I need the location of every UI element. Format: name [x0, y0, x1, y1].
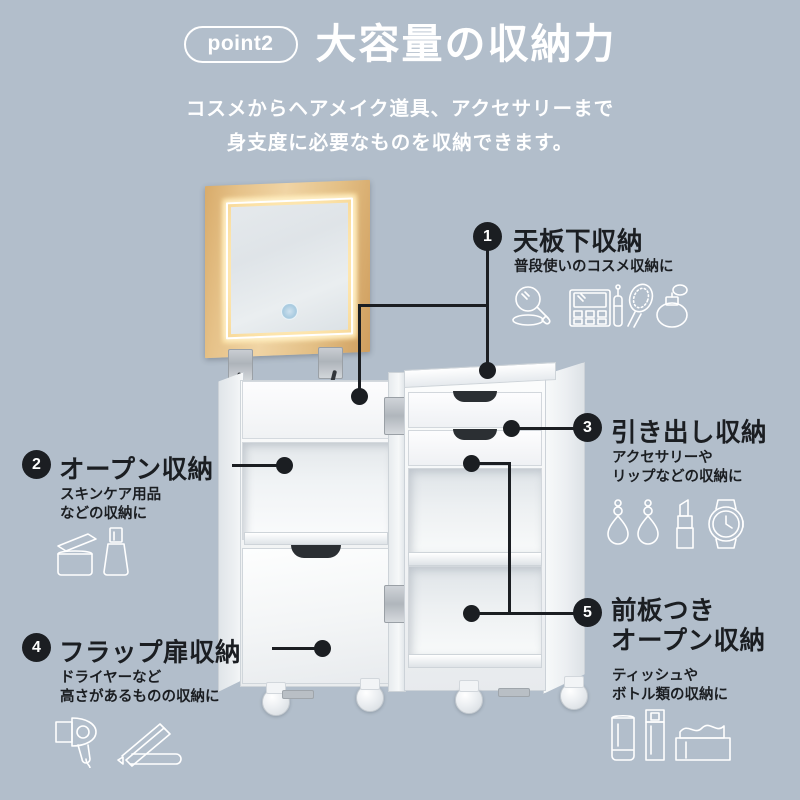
earring-icon [637, 499, 659, 545]
callout-icons-5 [604, 706, 764, 767]
callout-icons-2 [52, 524, 172, 581]
drawer-lower-handle[interactable] [453, 429, 497, 440]
drawer-upper-handle[interactable] [453, 391, 497, 402]
open-shelf-lip [244, 532, 388, 545]
callout-title-2: オープン収納 [59, 456, 214, 484]
callout-desc-4: ドライヤーなど 高さがあるものの収納に [60, 670, 220, 706]
foot-bar-right [498, 688, 530, 697]
lotion-bottle-icon [103, 527, 129, 576]
connector-dot-2 [276, 457, 293, 474]
front-panel-lip-lower [408, 654, 542, 668]
drawer-upper[interactable] [408, 391, 542, 428]
title-row: point2 大容量の収納力 [0, 24, 800, 65]
icon-group-1 [512, 283, 688, 328]
front-panel-open-shelf-upper [408, 468, 542, 554]
connector-dot-4 [314, 640, 331, 657]
cosmetic-tube-icon [611, 714, 635, 761]
right-unit-side-panel [543, 362, 585, 694]
connector-5-h [510, 612, 576, 615]
eyeshadow-palette-icon [569, 289, 611, 327]
under-top-compartment [242, 381, 390, 439]
connector-dot-1-right [479, 362, 496, 379]
connector-1-v-right [486, 304, 489, 368]
page-title: 大容量の収納力 [315, 21, 617, 67]
flap-door-handle[interactable] [291, 545, 341, 558]
connector-3-h [510, 427, 576, 430]
lipstick-icon [676, 499, 694, 549]
callout-number-3: 3 [573, 413, 602, 442]
caster-stem-front-left [266, 682, 286, 694]
subtitle-line-1: コスメからヘアメイク道具、アクセサリーまで [185, 98, 615, 120]
connector-dot-3 [503, 420, 520, 437]
connector-1-v-left [358, 304, 361, 394]
spray-bottle-icon [645, 709, 665, 761]
hair-dryer-icon [55, 717, 97, 769]
connector-5-h-lower [470, 612, 512, 615]
callout-title-5: 前板つき オープン収納 [611, 597, 766, 656]
connector-dot-5-lower [463, 605, 480, 622]
connector-4-h [272, 647, 322, 650]
callout-icons-4 [52, 712, 217, 773]
callout-desc-2: スキンケア用品 などの収納に [60, 487, 162, 523]
watch-icon [708, 499, 744, 549]
callout-icons-1 [508, 282, 688, 337]
caster-stem-rear-left [459, 680, 479, 692]
callout-number-4: 4 [22, 633, 51, 662]
earring-icon [607, 499, 629, 545]
connector-1-h [358, 304, 488, 307]
flat-iron-icon [117, 723, 182, 767]
flap-door[interactable] [242, 545, 390, 684]
callout-icons-3 [604, 498, 754, 555]
front-panel-lip-upper [408, 552, 542, 566]
caster-stem-front-right [360, 678, 380, 690]
callout-number-1: 1 [473, 222, 502, 251]
cream-jar-icon [57, 533, 97, 576]
icon-group-2 [57, 527, 129, 576]
compact-mirror-icon [512, 286, 551, 326]
connector-2-h [232, 464, 284, 467]
callout-desc-1: 普段使いのコスメ収納に [514, 259, 674, 275]
foot-bar-left [282, 690, 314, 699]
left-cabinet-body [218, 372, 390, 692]
right-slim-unit [404, 362, 586, 694]
perfume-bottle-icon [656, 284, 688, 328]
tissue-box-icon [675, 724, 731, 761]
callout-number-5: 5 [573, 598, 602, 627]
connector-dot-1-left [351, 388, 368, 405]
caster-stem-rear-right [564, 676, 584, 688]
open-shelf-compartment [242, 442, 390, 540]
icon-group-5 [611, 709, 731, 761]
connector-5-h-upper [470, 462, 510, 465]
callout-desc-3: アクセサリーや リップなどの収納に [612, 450, 743, 486]
callout-number-2: 2 [22, 450, 51, 479]
hand-mirror-icon [627, 283, 654, 328]
callout-title-1: 天板下収納 [513, 228, 644, 256]
connector-dot-5-upper [463, 455, 480, 472]
connector-1-v-main [486, 248, 489, 306]
icon-group-4 [55, 717, 182, 769]
callout-title-4: フラップ扉収納 [59, 639, 242, 667]
point-badge: point2 [183, 26, 298, 63]
callout-desc-5: ティッシュや ボトル類の収納に [612, 668, 728, 704]
subtitle-line-2: 身支度に必要なものを収納できます。 [226, 132, 574, 154]
connector-5-v [508, 462, 511, 614]
led-mirror-lid [205, 179, 370, 359]
callout-title-3: 引き出し収納 [611, 419, 768, 447]
mascara-icon [613, 284, 623, 327]
icon-group-3 [607, 499, 744, 549]
